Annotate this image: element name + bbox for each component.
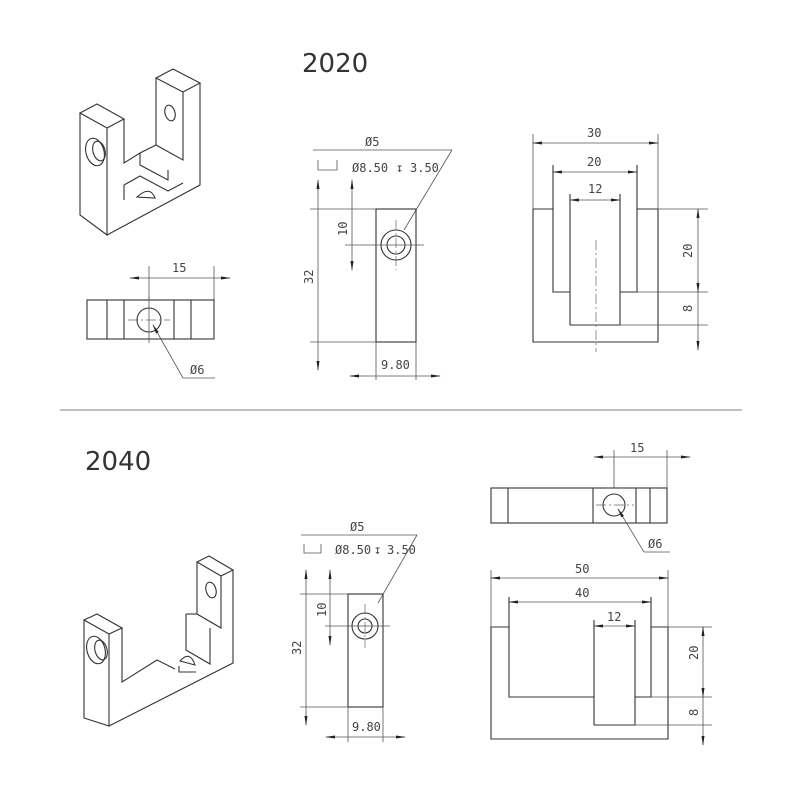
isometric-view-2020 [78, 68, 202, 237]
top-view-2040: 15 Ø6 [490, 441, 691, 553]
dim-980-2040: 9.80 [352, 720, 381, 734]
dim-hole-6-2040: Ø6 [648, 537, 662, 551]
section-title-2040: 2040 [85, 447, 151, 477]
dim-12-2020: 12 [588, 182, 602, 196]
dim-40-2040: 40 [575, 586, 589, 600]
dim-10-2040: 10 [315, 603, 329, 617]
dim-30-2020: 30 [587, 126, 601, 140]
section-title-2020: 2020 [302, 49, 368, 79]
isometric-view-2040 [82, 555, 235, 727]
top-view-2020: 15 Ø6 [86, 261, 231, 379]
note-dia-5-2020: Ø5 [365, 135, 379, 149]
dim-20h-2040: 20 [687, 646, 701, 660]
dim-32-2020: 32 [302, 270, 316, 284]
dim-8-2040: 8 [687, 709, 701, 716]
note-dia-5-2040: Ø5 [350, 520, 364, 534]
dim-32-2040: 32 [290, 641, 304, 655]
dim-20w-2020: 20 [587, 155, 601, 169]
side-view-2040: Ø5 Ø8.50 ↧ 3.50 32 10 9.80 [290, 520, 418, 742]
dim-15-2020: 15 [172, 261, 186, 275]
dim-hole-6-2020: Ø6 [190, 363, 204, 377]
dim-8-2020: 8 [681, 305, 695, 312]
side-view-2020: Ø5 Ø8.50 ↧ 3.50 32 10 9.80 [302, 135, 453, 380]
section-2020: 2020 [78, 49, 708, 380]
depth-symbol-2020: ↧ [396, 161, 403, 175]
dim-50-2040: 50 [575, 562, 589, 576]
front-view-2040: 50 40 12 20 8 [490, 562, 712, 746]
dim-12-2040: 12 [607, 610, 621, 624]
front-view-2020: 30 20 12 20 8 [532, 126, 708, 352]
section-2040: 2040 1 [82, 441, 712, 746]
dim-10-2020: 10 [336, 222, 350, 236]
note-depth-2020: 3.50 [410, 161, 439, 175]
note-dia-850-2020: Ø8.50 [352, 161, 388, 175]
note-depth-2040: 3.50 [387, 543, 416, 557]
dim-980-2020: 9.80 [381, 358, 410, 372]
note-dia-850-2040: Ø8.50 [335, 543, 371, 557]
dim-20h-2020: 20 [681, 244, 695, 258]
dim-15-2040: 15 [630, 441, 644, 455]
depth-symbol-2040: ↧ [374, 543, 381, 557]
